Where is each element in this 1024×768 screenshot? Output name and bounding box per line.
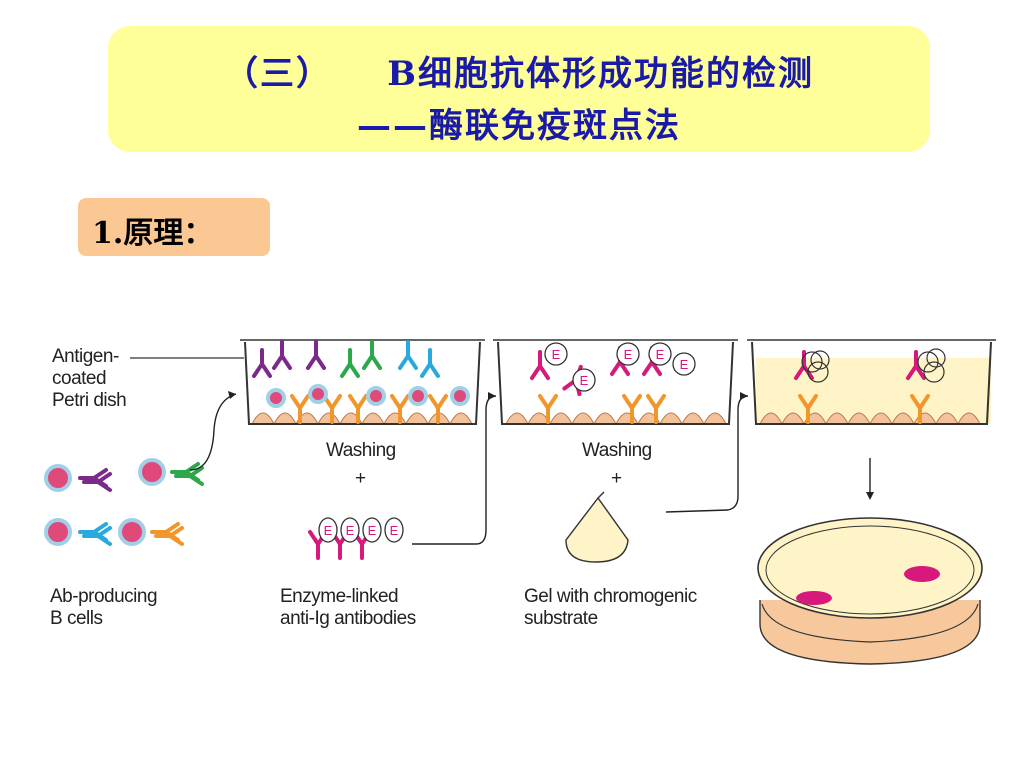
- dish-1: [240, 339, 485, 425]
- enzyme-antibodies-label: Enzyme-linked anti-Ig antibodies: [280, 586, 416, 629]
- svg-text:E: E: [346, 523, 355, 538]
- svg-text:E: E: [680, 357, 689, 372]
- section-heading-box: 1.原理：: [78, 198, 270, 256]
- section-heading: 1.原理：: [92, 216, 214, 251]
- washing-label-1: Washing: [326, 440, 396, 461]
- slide-subtitle: ——酶联免疫斑点法: [357, 106, 681, 146]
- svg-text:E: E: [624, 347, 633, 362]
- petri-plate: [757, 517, 983, 665]
- svg-text:E: E: [552, 347, 561, 362]
- plus-sign-1: +: [355, 468, 366, 489]
- beaker-icon: [565, 491, 629, 563]
- dish-3: [747, 339, 996, 425]
- b-cells-label: Ab-producing B cells: [50, 586, 158, 629]
- washing-label-2: Washing: [582, 440, 652, 461]
- svg-text:E: E: [324, 523, 333, 538]
- b-cells-group: [44, 458, 204, 546]
- svg-text:E: E: [580, 373, 589, 388]
- svg-text:E: E: [368, 523, 377, 538]
- slide-title: （三） B细胞抗体形成功能的检测: [223, 54, 815, 94]
- title-banner: （三） B细胞抗体形成功能的检测 ——酶联免疫斑点法: [108, 26, 930, 152]
- gel-substrate-label: Gel with chromogenic substrate: [524, 586, 697, 629]
- svg-text:E: E: [390, 523, 399, 538]
- svg-text:E: E: [656, 347, 665, 362]
- antigen-dish-label: Antigen- coated Petri dish: [52, 346, 127, 411]
- plus-sign-2: +: [611, 468, 622, 489]
